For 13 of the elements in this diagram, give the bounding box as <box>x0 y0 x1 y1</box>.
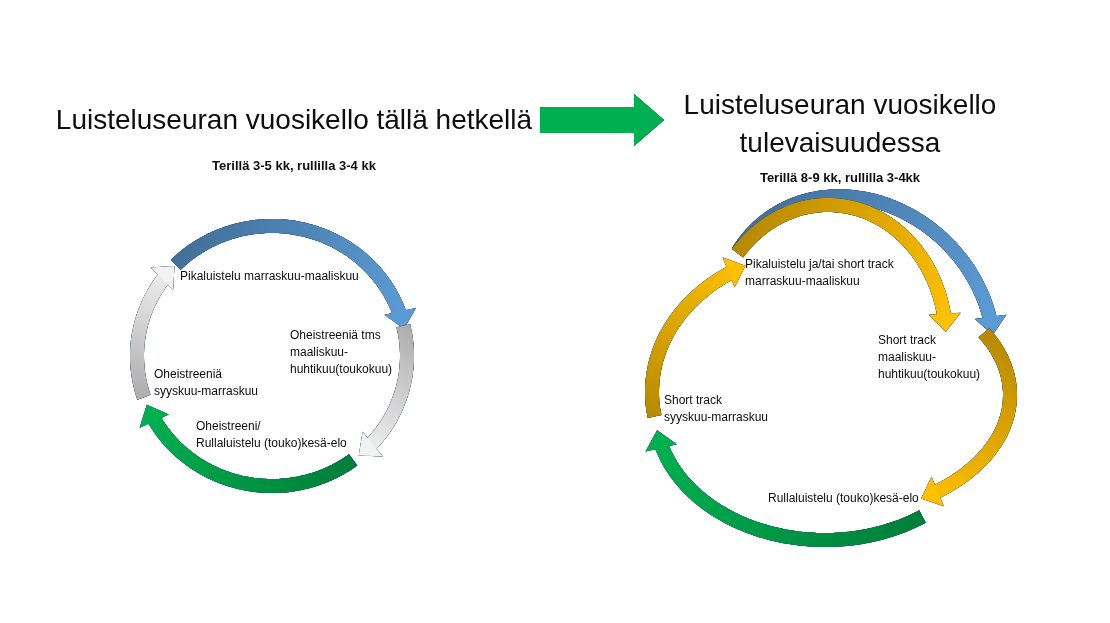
subtitle-text: Terillä 8-9 kk, rullilla 3-4kk <box>759 169 921 186</box>
period-label: Oheistreeniä syyskuu-marraskuu <box>154 366 261 400</box>
period-label: Pikaluistelu marraskuu-maaliskuu <box>180 268 362 285</box>
heading-text: Luisteluseuran vuosikello tällä hetkellä <box>54 103 534 137</box>
period-label: Oheistreeni/ Rullaluistelu (touko)kesä-elo <box>196 418 351 452</box>
period-label: Short track maaliskuu-huhtikuu(toukokuu) <box>878 332 984 383</box>
subtitle-text: Terillä 3-5 kk, rullilla 3-4 kk <box>212 157 376 174</box>
period-label: Rullaluistelu (touko)kesä-elo <box>768 490 921 507</box>
period-label: Pikaluistelu ja/tai short track marraskuu-maaliskuu <box>745 256 901 290</box>
period-label: Short track syyskuu-marraskuu <box>664 392 771 426</box>
period-label: Oheistreeniä tms maaliskuu-huhtikuu(toukokuu) <box>290 327 396 378</box>
block-arrow <box>540 94 664 146</box>
heading-text: Luisteluseuran vuosikello tulevaisuudessa <box>682 88 998 160</box>
